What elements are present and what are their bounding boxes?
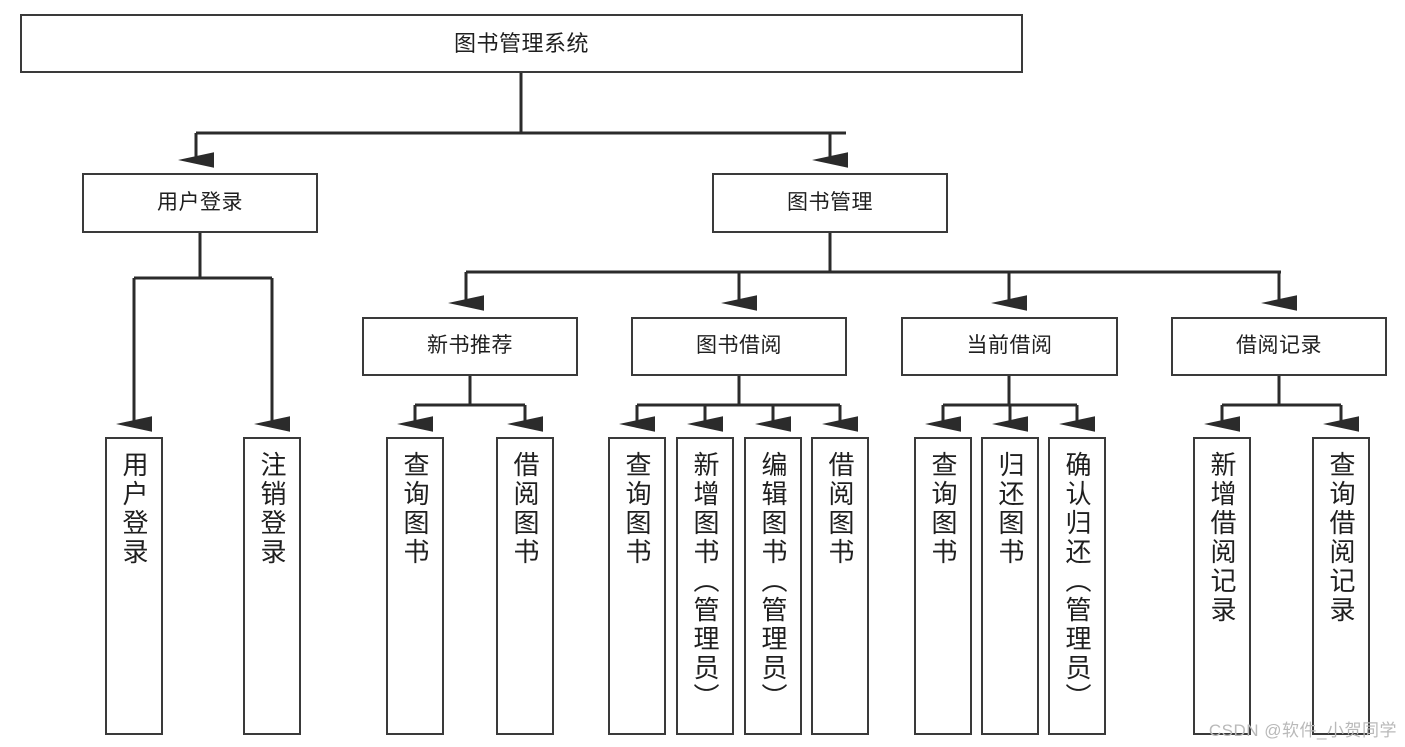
node-label: 新增借阅记录: [1207, 451, 1237, 625]
node-leaf-add-borrow-record[interactable]: 新增借阅记录: [1193, 437, 1251, 735]
node-leaf-borrow-books[interactable]: 借阅图书: [811, 437, 869, 735]
node-label: 图书管理系统: [453, 30, 589, 56]
node-label: 查询图书: [622, 451, 652, 567]
node-leaf-borrow-books-recommend[interactable]: 借阅图书: [496, 437, 554, 735]
watermark: CSDN @软件_小贺同学: [1208, 721, 1397, 740]
node-current-borrow[interactable]: 当前借阅: [901, 317, 1118, 376]
node-label: 查询借阅记录: [1326, 451, 1356, 625]
node-label: 新增图书（管理员）: [690, 451, 720, 712]
node-label: 当前借阅: [966, 334, 1053, 358]
node-label: 用户登录: [157, 190, 243, 214]
node-label: 查询图书: [928, 451, 958, 567]
node-label: 用户登录: [119, 451, 149, 567]
node-book-borrow[interactable]: 图书借阅: [631, 317, 847, 376]
node-leaf-user-login[interactable]: 用户登录: [105, 437, 163, 735]
node-leaf-query-books-recommend[interactable]: 查询图书: [386, 437, 444, 735]
node-label: 归还图书: [995, 451, 1025, 567]
node-leaf-query-books-current[interactable]: 查询图书: [914, 437, 972, 735]
node-leaf-query-borrow-record[interactable]: 查询借阅记录: [1312, 437, 1370, 735]
node-borrow-records[interactable]: 借阅记录: [1171, 317, 1387, 376]
node-label: 图书管理: [787, 190, 873, 214]
node-leaf-edit-book-admin[interactable]: 编辑图书（管理员）: [744, 437, 802, 735]
node-leaf-add-book-admin[interactable]: 新增图书（管理员）: [676, 437, 734, 735]
node-label: 借阅记录: [1236, 334, 1322, 358]
node-label: 新书推荐: [427, 334, 513, 358]
node-leaf-return-books[interactable]: 归还图书: [981, 437, 1039, 735]
node-new-book-recommend[interactable]: 新书推荐: [362, 317, 578, 376]
node-book-management[interactable]: 图书管理: [712, 173, 948, 233]
node-root-book-management-system[interactable]: 图书管理系统: [20, 14, 1023, 73]
node-label: 图书借阅: [696, 334, 782, 358]
node-leaf-query-books-borrow[interactable]: 查询图书: [608, 437, 666, 735]
node-label: 借阅图书: [825, 451, 855, 567]
node-leaf-confirm-return-admin[interactable]: 确认归还（管理员）: [1048, 437, 1106, 735]
node-leaf-logout[interactable]: 注销登录: [243, 437, 301, 735]
node-label: 编辑图书（管理员）: [758, 451, 788, 712]
node-label: 借阅图书: [510, 451, 540, 567]
node-label: 注销登录: [257, 451, 287, 567]
node-user-login[interactable]: 用户登录: [82, 173, 318, 233]
node-label: 确认归还（管理员）: [1062, 451, 1092, 712]
node-label: 查询图书: [400, 451, 430, 567]
